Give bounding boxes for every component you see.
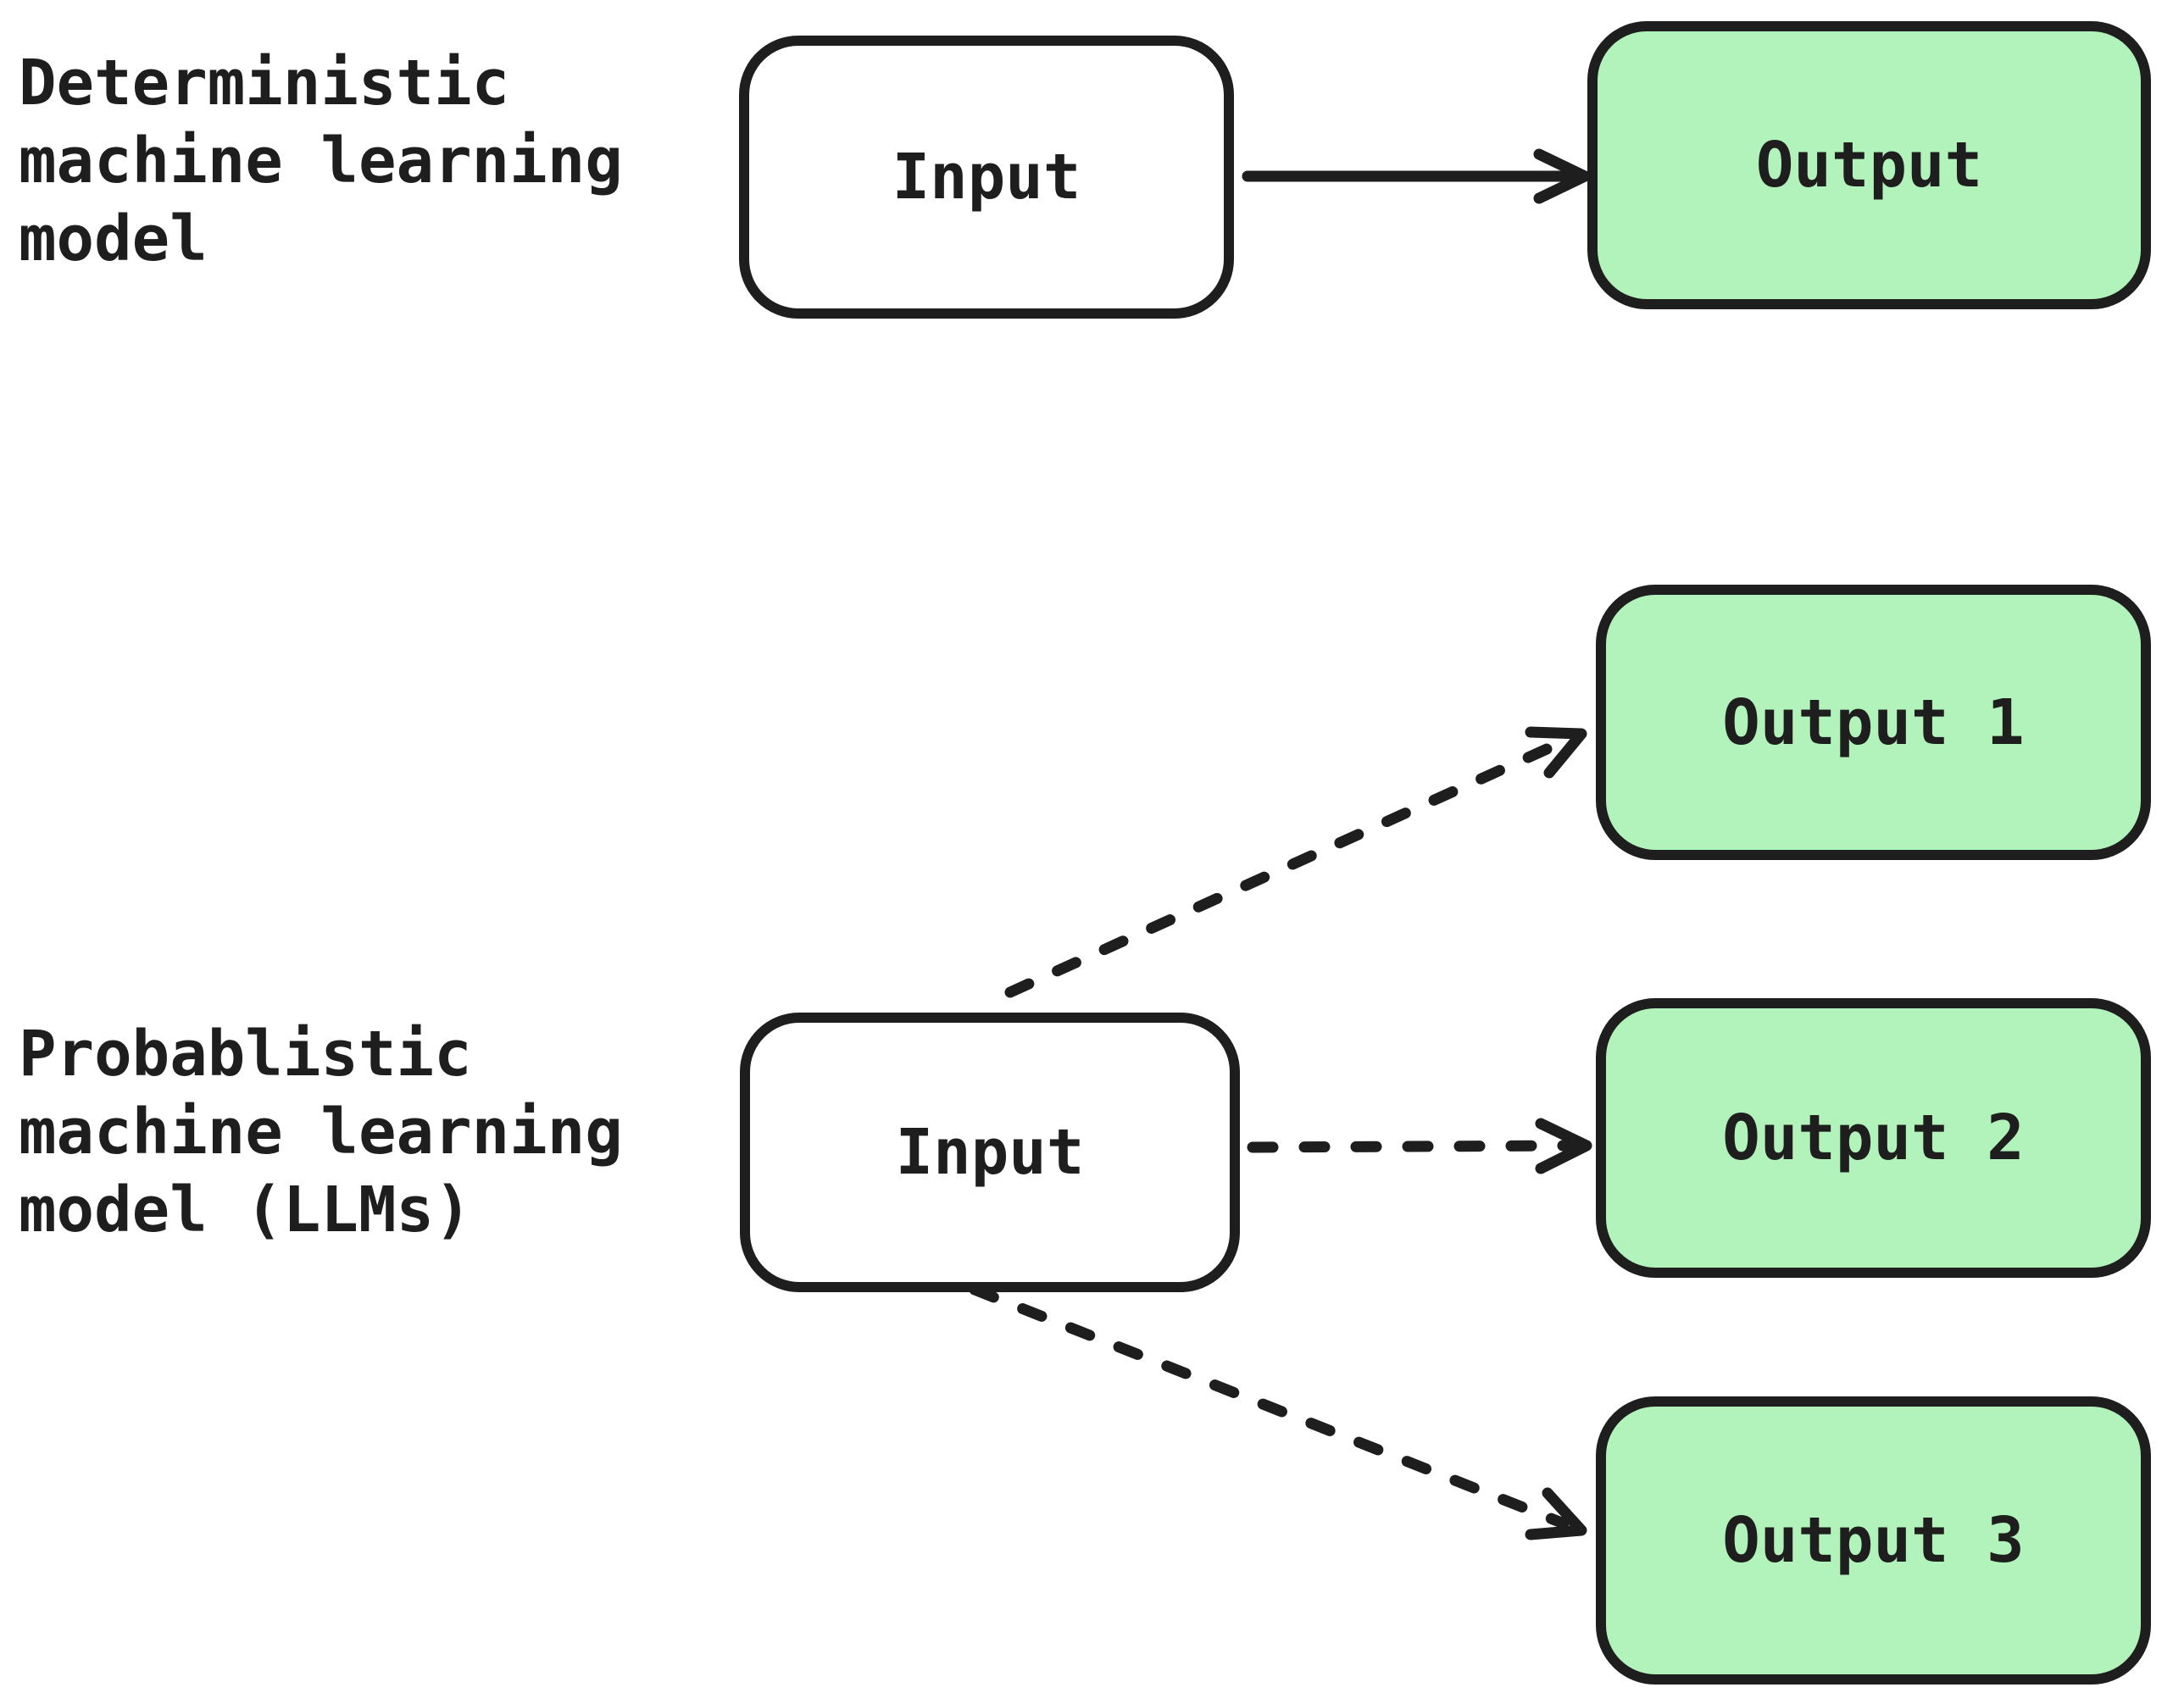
label-probablistic-model: Probablistic machine learning model (LLM… [19, 1015, 623, 1249]
label-line: machine learning [19, 1096, 623, 1168]
label-line: machine learning [19, 125, 623, 197]
node-output-deterministic: Output [1587, 21, 2151, 309]
node-output-1: Output 1 [1596, 585, 2151, 860]
node-label: Input [892, 141, 1081, 214]
label-line: model (LLMs) [19, 1174, 472, 1246]
dashed-arrow-input-to-output-1 [1004, 726, 1587, 998]
node-label: Output 3 [1722, 1504, 2025, 1577]
node-input-probablistic: Input [740, 1013, 1240, 1292]
solid-arrow-input-to-output [1242, 148, 1591, 204]
dashed-arrow-input-to-output-3 [969, 1284, 1587, 1540]
node-input-deterministic: Input [739, 36, 1234, 319]
node-label: Output [1755, 129, 1983, 202]
node-label: Input [895, 1116, 1085, 1189]
label-line: model [19, 203, 208, 275]
dashed-arrow-input-to-output-2 [1247, 1118, 1592, 1174]
label-deterministic-model: Deterministic machine learning model [19, 44, 623, 278]
label-line: Probablistic [19, 1018, 472, 1091]
node-output-2: Output 2 [1596, 998, 2151, 1278]
node-label: Output 1 [1722, 685, 2025, 759]
label-line: Deterministic [19, 47, 510, 119]
node-label: Output 2 [1722, 1102, 2025, 1174]
node-output-3: Output 3 [1596, 1396, 2151, 1685]
